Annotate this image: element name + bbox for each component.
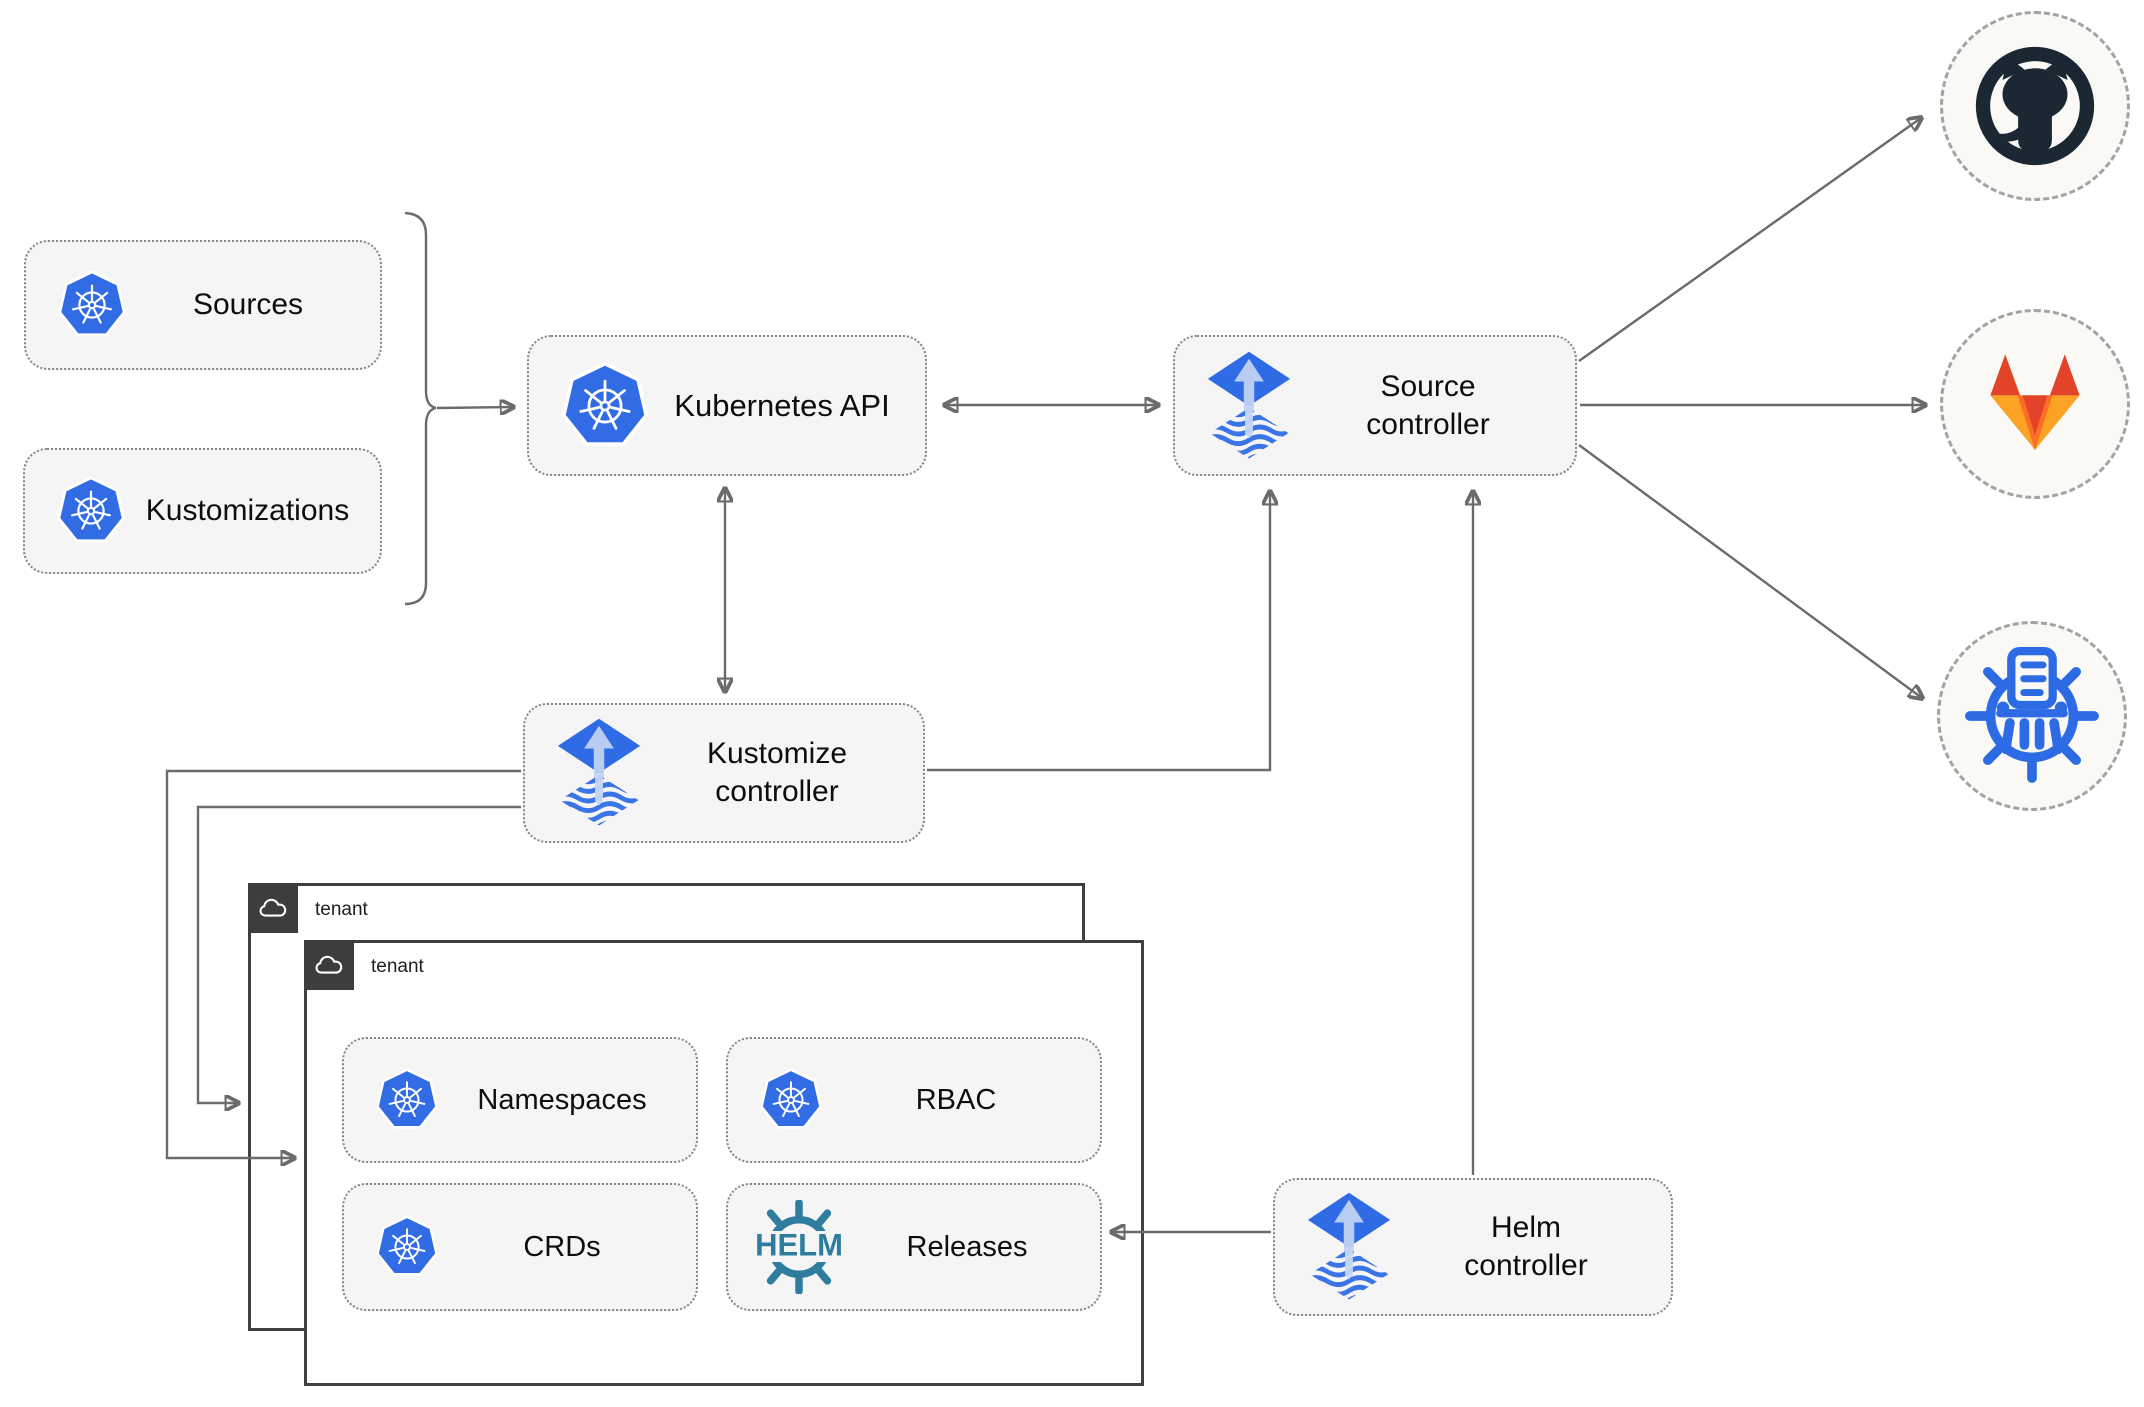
helm-wordmark: HELM bbox=[755, 1227, 843, 1262]
node-kustomize-controller[interactable]: Kustomize controller bbox=[523, 703, 925, 843]
node-kustomizations-label: Kustomizations bbox=[145, 494, 350, 527]
helm-icon: HELM bbox=[752, 1200, 846, 1294]
endpoint-chartmuseum[interactable] bbox=[1937, 621, 2127, 811]
node-crds-label: CRDs bbox=[523, 1231, 601, 1263]
gitlab-icon bbox=[1973, 348, 2097, 460]
node-helm-controller[interactable]: Helm controller bbox=[1273, 1178, 1673, 1316]
edge-source-controller-to-chartmuseum bbox=[1578, 444, 1922, 698]
node-rbac[interactable]: RBAC bbox=[726, 1037, 1102, 1163]
node-kubernetes-api[interactable]: Kubernetes API bbox=[527, 335, 927, 476]
node-crds[interactable]: CRDs bbox=[342, 1183, 698, 1311]
node-releases-label: Releases bbox=[906, 1231, 1028, 1263]
node-kubernetes-api-label: Kubernetes API bbox=[674, 387, 890, 423]
github-icon bbox=[1970, 41, 2100, 171]
node-sources[interactable]: Sources bbox=[24, 240, 382, 370]
node-kustomizations[interactable]: Kustomizations bbox=[23, 448, 382, 574]
kubernetes-icon bbox=[374, 1067, 440, 1133]
kubernetes-icon bbox=[55, 475, 127, 547]
edge-kustomize-controller-to-source-controller bbox=[927, 492, 1270, 772]
kubernetes-icon bbox=[559, 360, 651, 452]
kubernetes-icon bbox=[56, 269, 128, 341]
tenant-box-front[interactable]: tenant bbox=[304, 940, 1144, 1386]
cloud-icon bbox=[314, 954, 344, 977]
node-rbac-label: RBAC bbox=[915, 1084, 997, 1116]
node-source-controller-label: Source controller bbox=[1366, 369, 1490, 441]
edge-bracket-to-kubernetes-api bbox=[436, 407, 513, 408]
tenant-front-header bbox=[304, 940, 354, 990]
kubernetes-icon bbox=[374, 1214, 440, 1280]
node-namespaces-label: Namespaces bbox=[477, 1084, 647, 1116]
flux-icon bbox=[555, 717, 643, 829]
edge-bracket bbox=[404, 211, 437, 606]
node-source-controller[interactable]: Source controller bbox=[1173, 335, 1577, 476]
flux-icon bbox=[1205, 350, 1293, 462]
chartmuseum-icon bbox=[1963, 647, 2101, 785]
endpoint-github[interactable] bbox=[1940, 11, 2130, 201]
node-namespaces[interactable]: Namespaces bbox=[342, 1037, 698, 1163]
endpoint-gitlab[interactable] bbox=[1940, 309, 2130, 499]
tenant-front-label: tenant bbox=[371, 956, 424, 977]
tenant-back-label: tenant bbox=[315, 899, 368, 920]
node-releases[interactable]: HELM Releases bbox=[726, 1183, 1102, 1311]
node-helm-controller-label: Helm controller bbox=[1464, 1211, 1588, 1282]
tenant-back-header bbox=[248, 883, 298, 933]
flux-icon bbox=[1305, 1191, 1393, 1303]
cloud-icon bbox=[258, 897, 288, 920]
node-sources-label: Sources bbox=[192, 288, 304, 321]
node-kustomize-controller-label: Kustomize controller bbox=[706, 737, 848, 808]
kubernetes-icon bbox=[758, 1067, 824, 1133]
edge-source-controller-to-github bbox=[1578, 118, 1921, 362]
